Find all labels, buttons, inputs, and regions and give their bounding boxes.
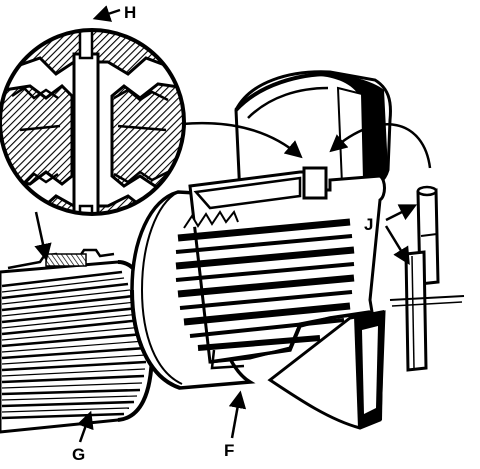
roll-pin	[389, 185, 465, 372]
housing	[234, 70, 392, 430]
spline-detail-magnifier	[0, 28, 186, 216]
hub-internal-splines	[175, 218, 355, 351]
splined-shaft	[0, 248, 155, 434]
label-f: F	[224, 441, 234, 460]
label-j: J	[364, 215, 373, 234]
splined-hub	[130, 166, 386, 390]
leader-arrows	[34, 5, 432, 443]
label-h: H	[124, 3, 136, 22]
label-g: G	[72, 445, 85, 464]
